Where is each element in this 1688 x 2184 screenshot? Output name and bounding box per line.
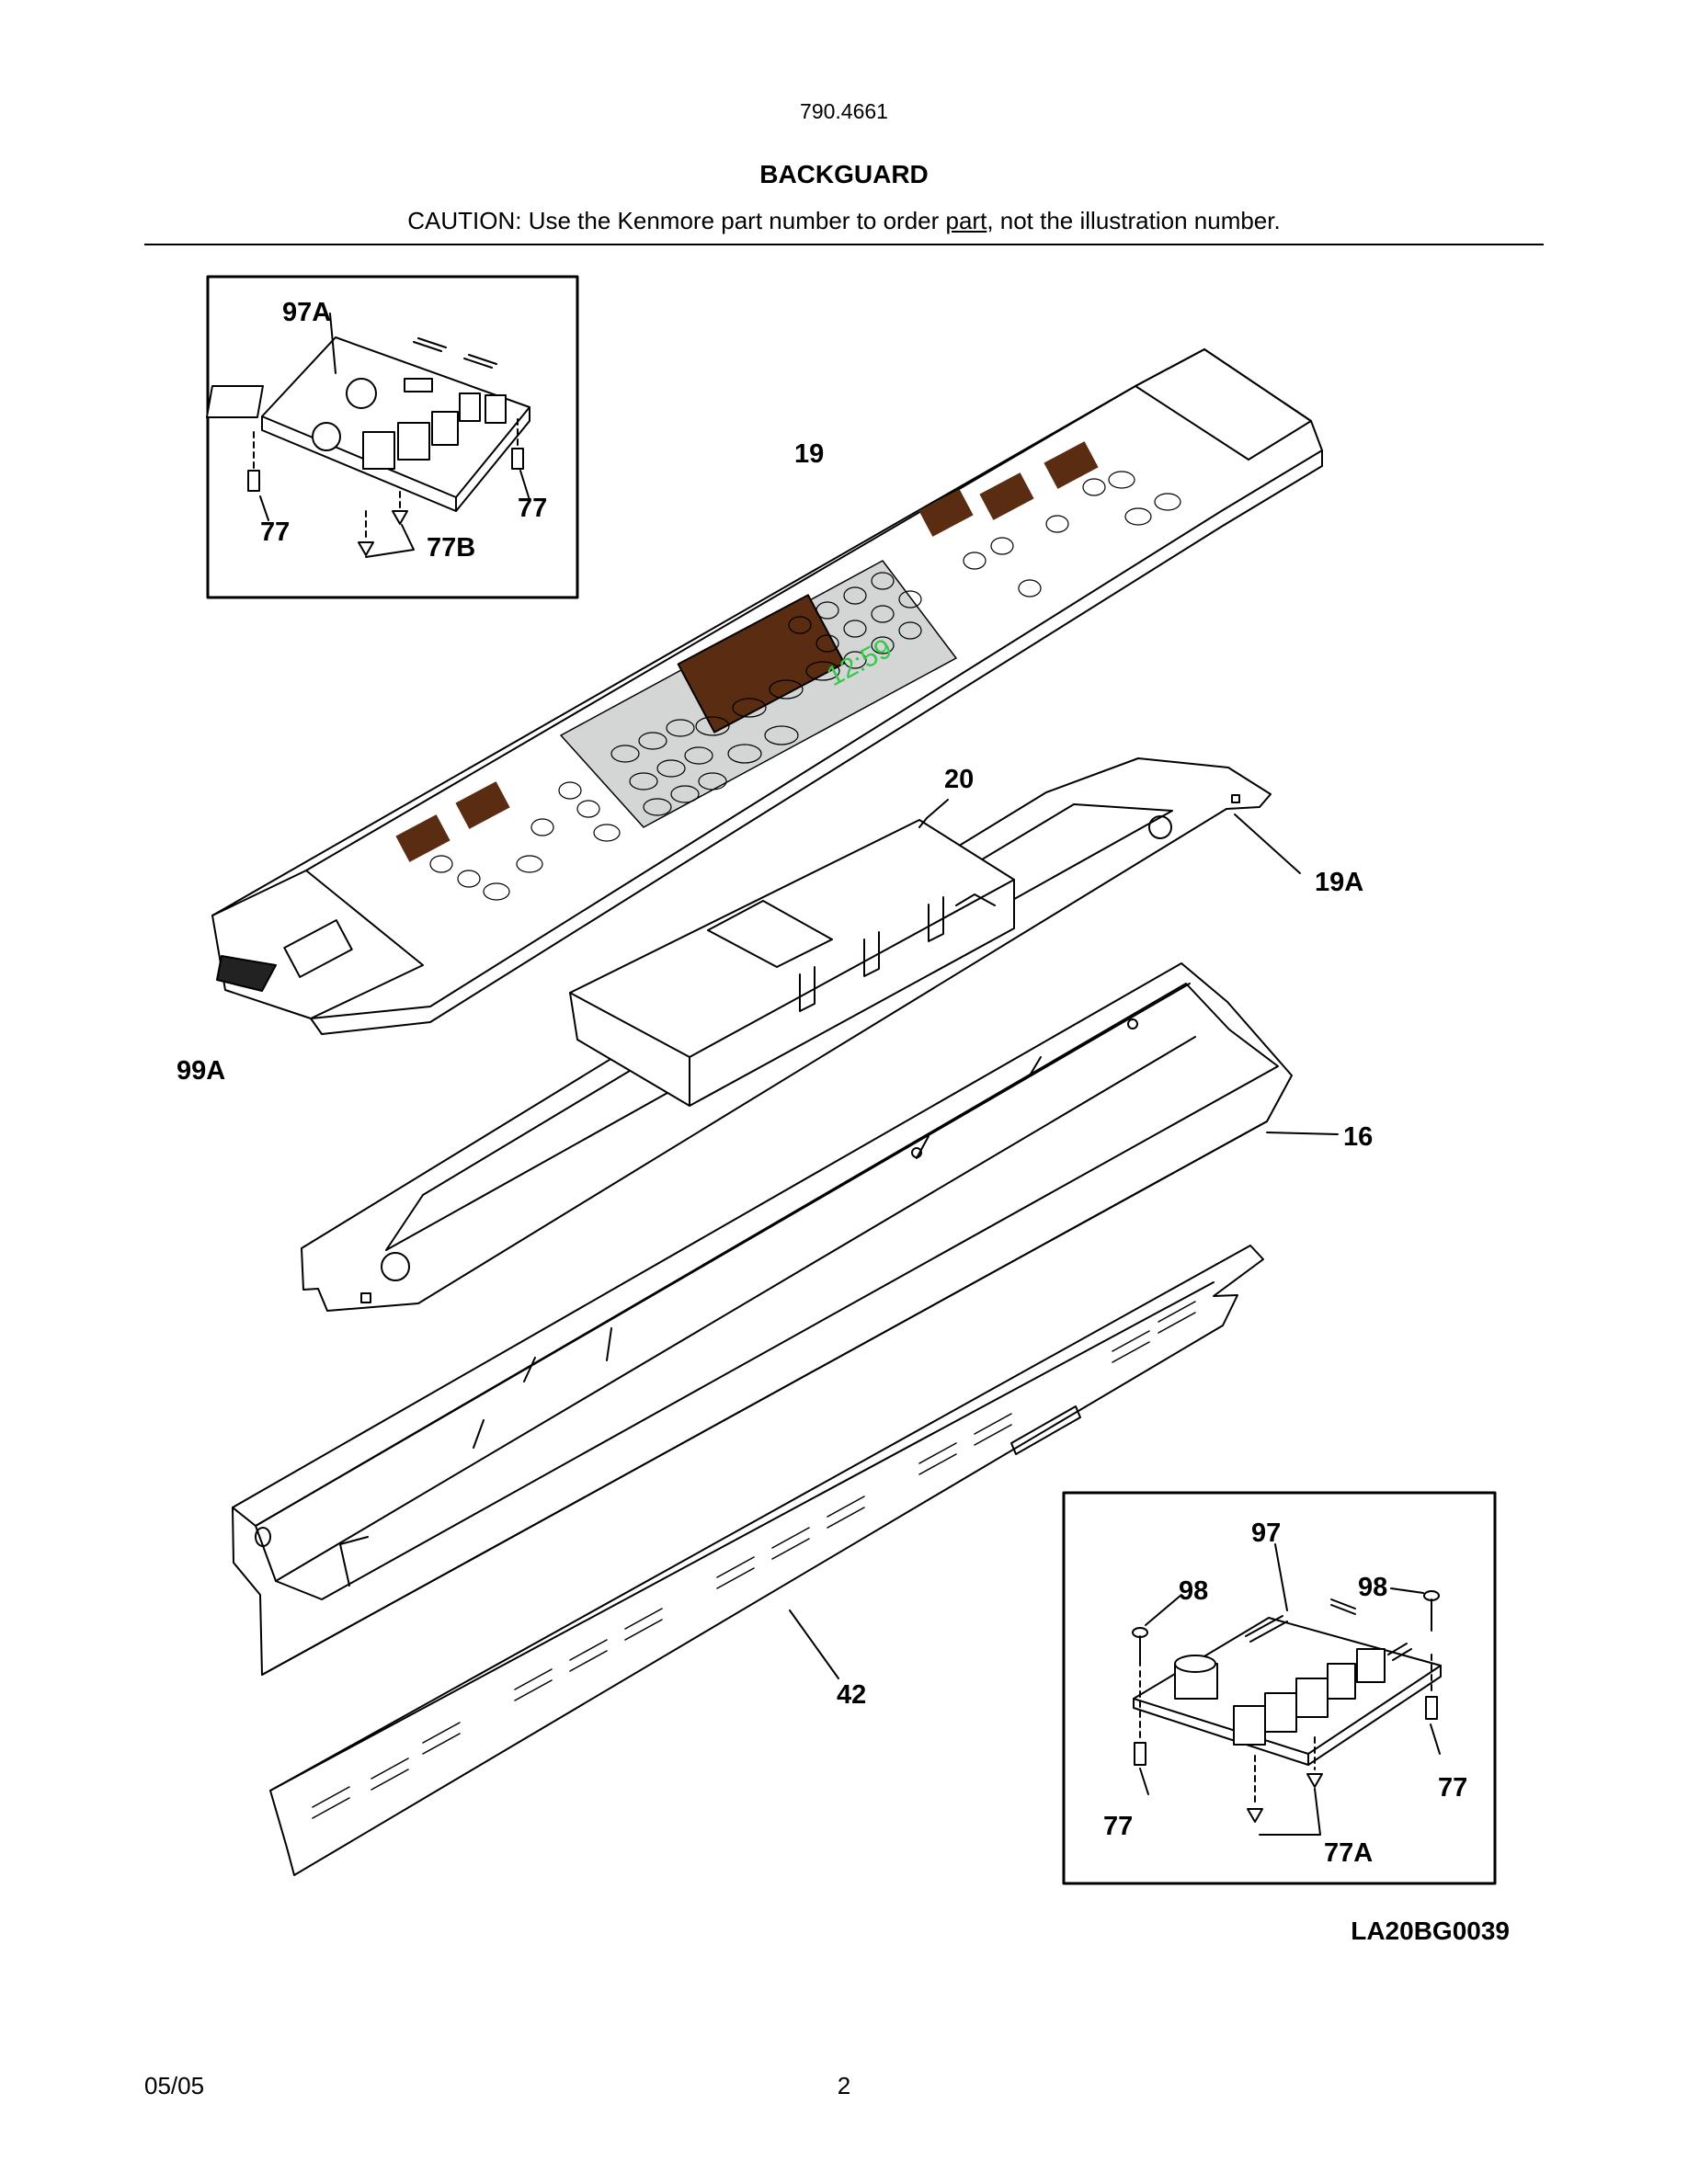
caution-text-end: , not the illustration number. xyxy=(987,207,1281,234)
callout-19: 19 xyxy=(794,439,824,469)
callout-98-left: 98 xyxy=(1179,1576,1208,1606)
header-rule xyxy=(144,244,1544,245)
screws-98-standoffs-77 xyxy=(1132,1590,1440,1823)
electronic-control-20 xyxy=(569,817,1015,1107)
callout-77A: 77A xyxy=(1324,1838,1373,1868)
section-title: BACKGUARD xyxy=(759,160,929,188)
control-board-97 xyxy=(1133,1598,1442,1766)
caution-text-start: CAUTION: Use the Kenmore part number to … xyxy=(407,207,946,234)
footer-date: 05/05 xyxy=(144,2072,205,2099)
page-number: 2 xyxy=(837,2072,851,2099)
callout-77-bottom-right: 77 xyxy=(1438,1773,1467,1803)
callout-19A: 19A xyxy=(1315,868,1363,897)
callout-42: 42 xyxy=(837,1680,866,1710)
callout-20: 20 xyxy=(944,765,974,794)
vent-panel-42 xyxy=(269,1245,1264,1876)
control-board-97A xyxy=(205,336,530,512)
callout-97: 97 xyxy=(1251,1519,1281,1548)
callout-77-bottom-left: 77 xyxy=(1103,1812,1133,1841)
caution-note: CAUTION: Use the Kenmore part number to … xyxy=(0,207,1688,235)
callout-99A: 99A xyxy=(177,1056,225,1086)
inset-frame-bottom xyxy=(1062,1491,1497,1885)
control-panel-19 xyxy=(211,348,1323,1035)
callout-97A: 97A xyxy=(282,298,331,327)
drawing-code: LA20BG0039 xyxy=(1351,1917,1510,1945)
inset-frame-top xyxy=(206,275,579,599)
callout-77-top-right: 77 xyxy=(518,494,547,523)
standoffs-77 xyxy=(247,418,524,556)
callout-98-right: 98 xyxy=(1358,1573,1387,1602)
caution-underlined-word: part xyxy=(945,207,987,234)
backguard-16 xyxy=(232,962,1293,1676)
model-number: 790.4661 xyxy=(800,99,888,123)
callout-16: 16 xyxy=(1343,1122,1373,1152)
callout-77B: 77B xyxy=(427,533,475,563)
callout-77-top-left: 77 xyxy=(260,518,290,547)
